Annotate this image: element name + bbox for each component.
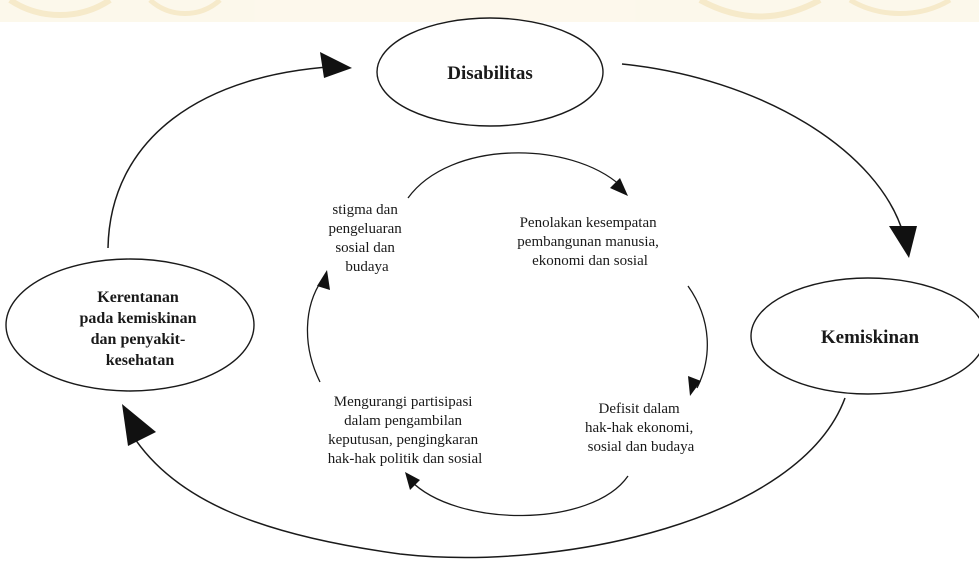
node-kemiskinan-label: Kemiskinan (821, 327, 920, 348)
arrowhead-to-kemiskinan (889, 226, 917, 258)
node-kerentanan: Kerentanan pada kemiskinan dan penyakit-… (5, 258, 255, 392)
node-disabilitas-label: Disabilitas (447, 63, 533, 84)
arrow-kerentanan-to-disabilitas (107, 65, 346, 249)
inner-arrow-penolakan-to-defisit (687, 285, 708, 389)
inner-cycle (306, 152, 708, 517)
inner-arrowhead-4 (317, 270, 330, 290)
inner-arrow-stigma-to-penolakan (407, 152, 622, 199)
arrow-kemiskinan-to-kerentanan (127, 397, 846, 559)
outer-arrowheads (122, 52, 917, 446)
watermark (0, 0, 979, 22)
node-kemiskinan: Kemiskinan (750, 277, 979, 395)
inner-arrowhead-1 (610, 178, 628, 196)
inner-label-mengurangi: Mengurangi partisipasi dalam pengambilan… (328, 394, 483, 467)
node-kerentanan-label: Kerentanan pada kemiskinan dan penyakit-… (80, 289, 201, 369)
inner-label-defisit: Defisit dalam hak-hak ekonomi, sosial da… (585, 401, 697, 455)
arrow-disabilitas-to-kemiskinan (621, 63, 905, 237)
arrowhead-to-disabilitas (320, 52, 352, 78)
inner-arrowhead-2 (688, 376, 701, 396)
node-disabilitas: Disabilitas (376, 17, 604, 127)
inner-label-penolakan: Penolakan kesempatan pembangunan manusia… (517, 215, 662, 269)
inner-arrowheads (317, 178, 701, 490)
outer-cycle (107, 63, 905, 559)
arrowhead-to-kerentanan (122, 404, 156, 446)
inner-arrow-mengurangi-to-stigma (306, 279, 323, 383)
inner-label-stigma: stigma dan pengeluaran sosial dan budaya (328, 202, 405, 275)
inner-arrow-defisit-to-mengurangi (409, 475, 629, 517)
inner-arrowhead-3 (405, 472, 420, 490)
